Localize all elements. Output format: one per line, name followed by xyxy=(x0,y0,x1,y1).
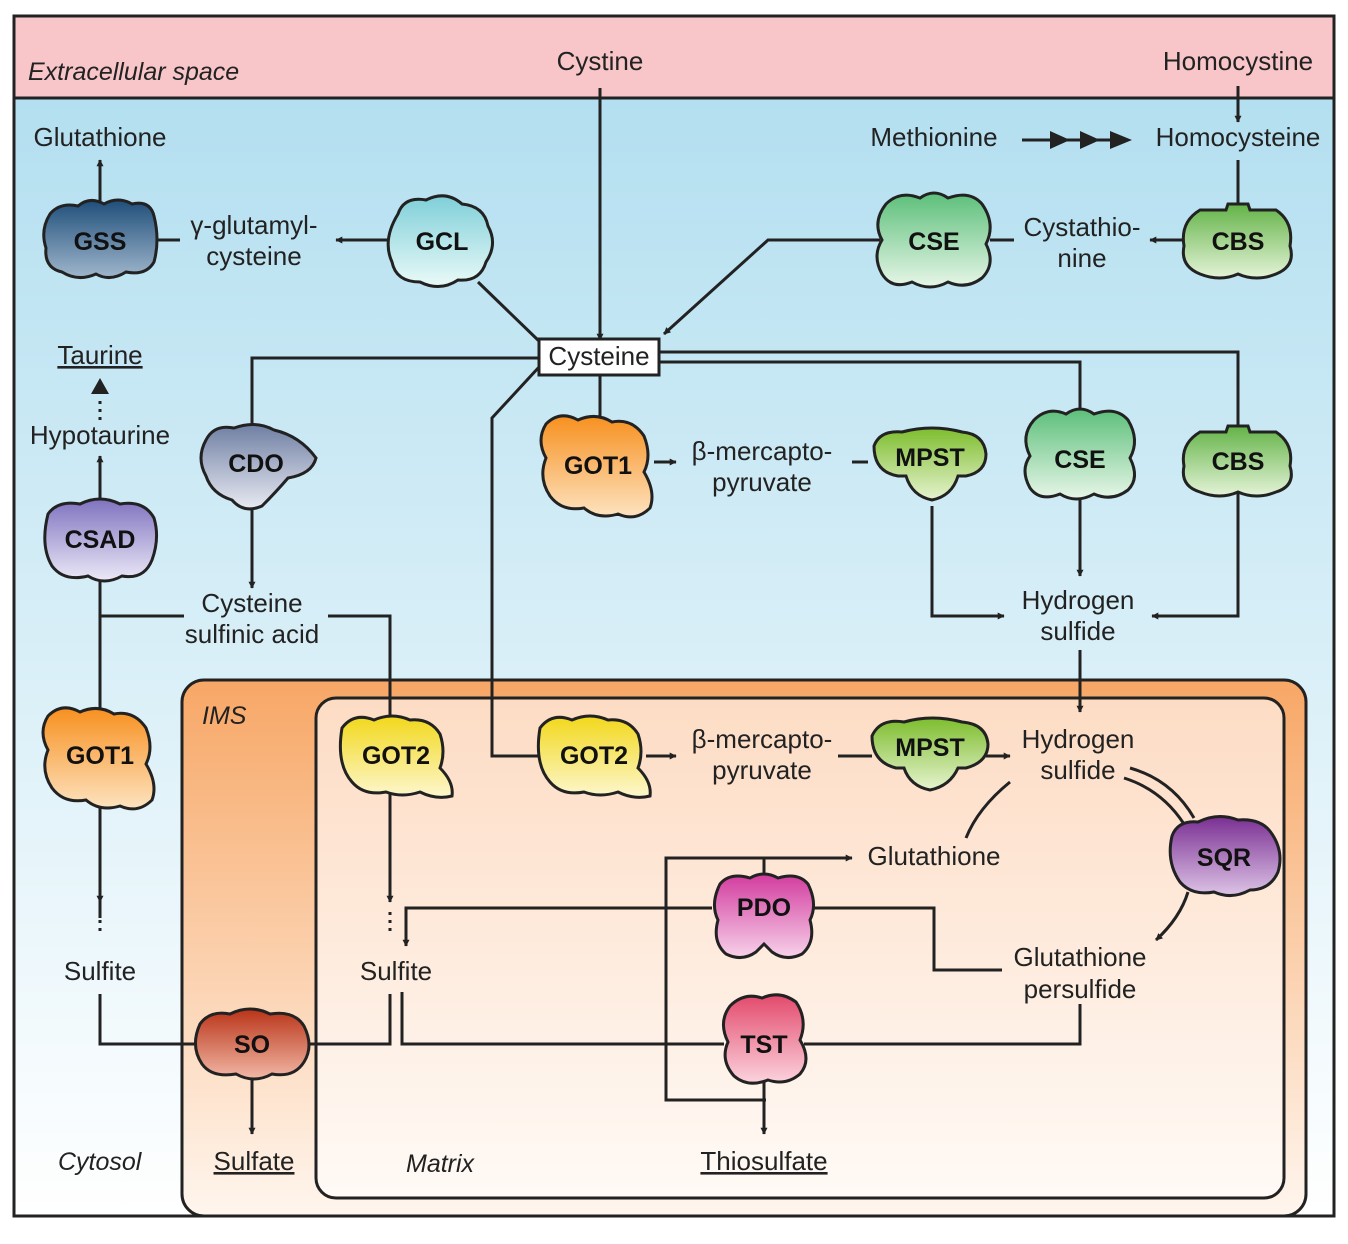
label-h2s-cyto-2: sulfide xyxy=(1040,616,1115,646)
enzyme-csad: CSAD xyxy=(43,497,159,583)
label-glutathione-top: Glutathione xyxy=(34,122,167,152)
label-taurine: Taurine xyxy=(57,340,142,370)
enzyme-cbs-mid: CBS xyxy=(1181,424,1293,498)
label-csa-1: Cysteine xyxy=(201,588,302,618)
label-thiosulfate: Thiosulfate xyxy=(700,1146,827,1176)
arrowhead xyxy=(1080,131,1100,149)
enzyme-label: GOT2 xyxy=(362,742,430,770)
label-gssh-2: persulfide xyxy=(1024,974,1137,1004)
label-methionine: Methionine xyxy=(870,122,997,152)
label-mp-mito-1: β-mercapto- xyxy=(692,724,833,754)
label-h2s-mito-1: Hydrogen xyxy=(1022,724,1135,754)
enzyme-label: CBS xyxy=(1212,228,1265,256)
label-mp-cyto-1: β-mercapto- xyxy=(692,436,833,466)
enzyme-mpst-cyto: MPST xyxy=(872,426,988,502)
enzyme-label: GOT1 xyxy=(66,742,134,770)
enzyme-got2-mito: GOT2 xyxy=(536,714,652,799)
label-mp-mito-2: pyruvate xyxy=(712,755,812,785)
enzyme-gss: GSS xyxy=(42,198,159,279)
enzyme-label: CDO xyxy=(228,450,284,478)
label-cysteine: Cysteine xyxy=(548,341,649,371)
enzyme-mpst-mito: MPST xyxy=(870,716,990,792)
enzyme-got2-ims: GOT2 xyxy=(338,714,454,799)
enzyme-pdo: PDO xyxy=(713,872,815,959)
label-ims: IMS xyxy=(202,702,247,730)
label-sulfite-cyto: Sulfite xyxy=(64,956,136,986)
enzyme-so: SO xyxy=(194,1007,311,1081)
enzyme-label: GCL xyxy=(416,228,469,256)
label-cystathionine-2: nine xyxy=(1057,243,1106,273)
enzyme-label: CSAD xyxy=(65,526,136,554)
enzyme-label: SO xyxy=(234,1031,270,1059)
pathway-lines xyxy=(91,86,1242,1135)
arrowhead xyxy=(1050,131,1070,149)
enzyme-label: GOT1 xyxy=(564,452,632,480)
enzyme-cdo: CDO xyxy=(199,423,318,511)
label-csa-2: sulfinic acid xyxy=(185,619,319,649)
enzyme-label: GSS xyxy=(74,228,127,256)
label-h2s-mito-2: sulfide xyxy=(1040,755,1115,785)
arrowhead xyxy=(91,378,109,394)
enzyme-label: PDO xyxy=(737,894,791,922)
label-matrix: Matrix xyxy=(406,1150,476,1178)
label-gssh-1: Glutathione xyxy=(1014,942,1147,972)
enzyme-got1-cyto: GOT1 xyxy=(539,414,654,519)
label-gamma-glutamyl-2: cysteine xyxy=(206,241,301,271)
enzyme-gcl: GCL xyxy=(386,194,494,288)
extracellular-band xyxy=(14,16,1334,98)
label-hypotaurine: Hypotaurine xyxy=(30,420,170,450)
enzyme-cbs-top: CBS xyxy=(1181,202,1293,280)
label-sulfite-mito: Sulfite xyxy=(360,956,432,986)
label-cystine: Cystine xyxy=(557,46,644,76)
enzyme-label: CBS xyxy=(1212,448,1265,476)
enzyme-label: CSE xyxy=(908,228,959,256)
label-homocysteine: Homocysteine xyxy=(1156,122,1321,152)
enzyme-tst: TST xyxy=(722,993,808,1085)
enzyme-label: MPST xyxy=(895,444,964,472)
label-extracellular: Extracellular space xyxy=(28,58,239,86)
label-sulfate: Sulfate xyxy=(214,1146,295,1176)
enzyme-label: SQR xyxy=(1197,844,1251,872)
label-cytosol: Cytosol xyxy=(58,1148,143,1176)
cysteine-box xyxy=(537,337,661,377)
enzyme-cse-top: CSE xyxy=(875,191,992,289)
label-cystathionine-1: Cystathio- xyxy=(1023,212,1140,242)
label-h2s-cyto-1: Hydrogen xyxy=(1022,585,1135,615)
enzyme-label: TST xyxy=(740,1031,787,1059)
enzyme-cse-mid: CSE xyxy=(1023,407,1136,501)
enzyme-label: CSE xyxy=(1054,446,1105,474)
enzyme-label: MPST xyxy=(895,734,964,762)
label-homocystine: Homocystine xyxy=(1163,46,1313,76)
enzyme-label: GOT2 xyxy=(560,742,628,770)
label-mp-cyto-2: pyruvate xyxy=(712,467,812,497)
enzyme-got1-left: GOT1 xyxy=(41,706,156,811)
label-gamma-glutamyl-1: γ-glutamyl- xyxy=(190,210,317,240)
label-glutathione-mito: Glutathione xyxy=(868,841,1001,871)
enzyme-sqr: SQR xyxy=(1168,815,1282,897)
arrowhead xyxy=(1110,131,1132,149)
